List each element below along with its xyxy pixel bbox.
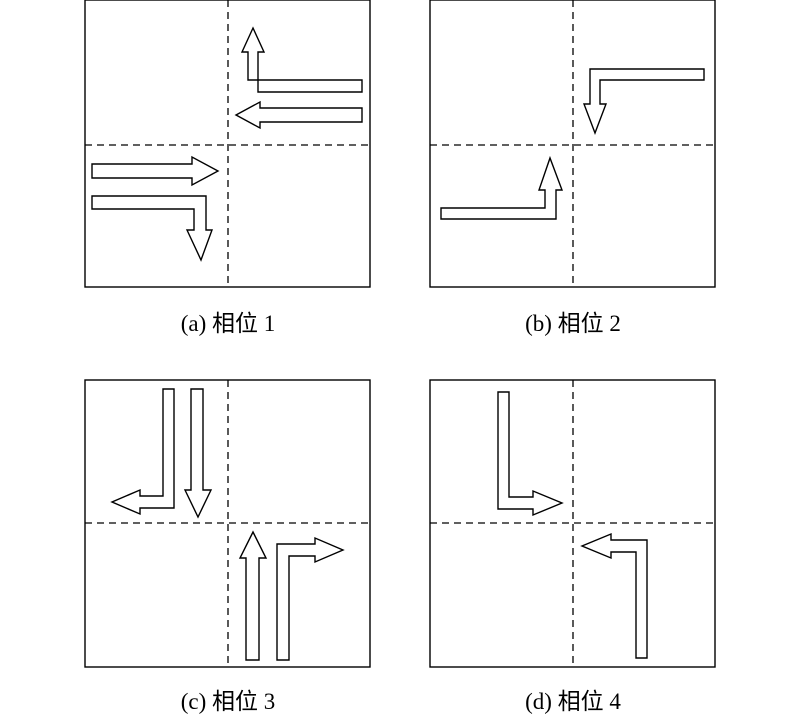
intersection-frame bbox=[429, 0, 716, 288]
left-turn-arrow-westbound bbox=[582, 68, 705, 135]
panel-phase-4: (d) 相位 4 bbox=[429, 379, 716, 714]
panel-caption: (d) 相位 4 bbox=[525, 689, 621, 714]
through-arrow-southbound bbox=[183, 388, 213, 519]
panel-caption: (c) 相位 3 bbox=[181, 689, 276, 714]
panel-phase-3: (c) 相位 3 bbox=[84, 379, 371, 714]
left-turn-arrow-southbound bbox=[497, 391, 564, 517]
intersection-frame bbox=[84, 0, 371, 288]
intersection-frame bbox=[429, 379, 716, 668]
panel-caption: (b) 相位 2 bbox=[525, 311, 621, 336]
left-turn-arrow-southbound bbox=[110, 388, 175, 516]
through-arrow-westbound bbox=[234, 100, 363, 130]
right-turn-arrow-northbound bbox=[276, 536, 345, 661]
panel-caption: (a) 相位 1 bbox=[181, 311, 276, 336]
panel-phase-1: (a) 相位 1 bbox=[84, 0, 371, 336]
through-arrow-eastbound bbox=[91, 155, 220, 187]
panel-phase-2: (b) 相位 2 bbox=[429, 0, 716, 336]
left-turn-arrow-westbound bbox=[240, 26, 363, 93]
left-turn-arrow-northbound bbox=[580, 532, 648, 659]
left-turn-arrow-eastbound bbox=[440, 155, 564, 220]
through-arrow-northbound bbox=[238, 530, 268, 661]
left-turn-arrow-eastbound bbox=[91, 195, 214, 262]
